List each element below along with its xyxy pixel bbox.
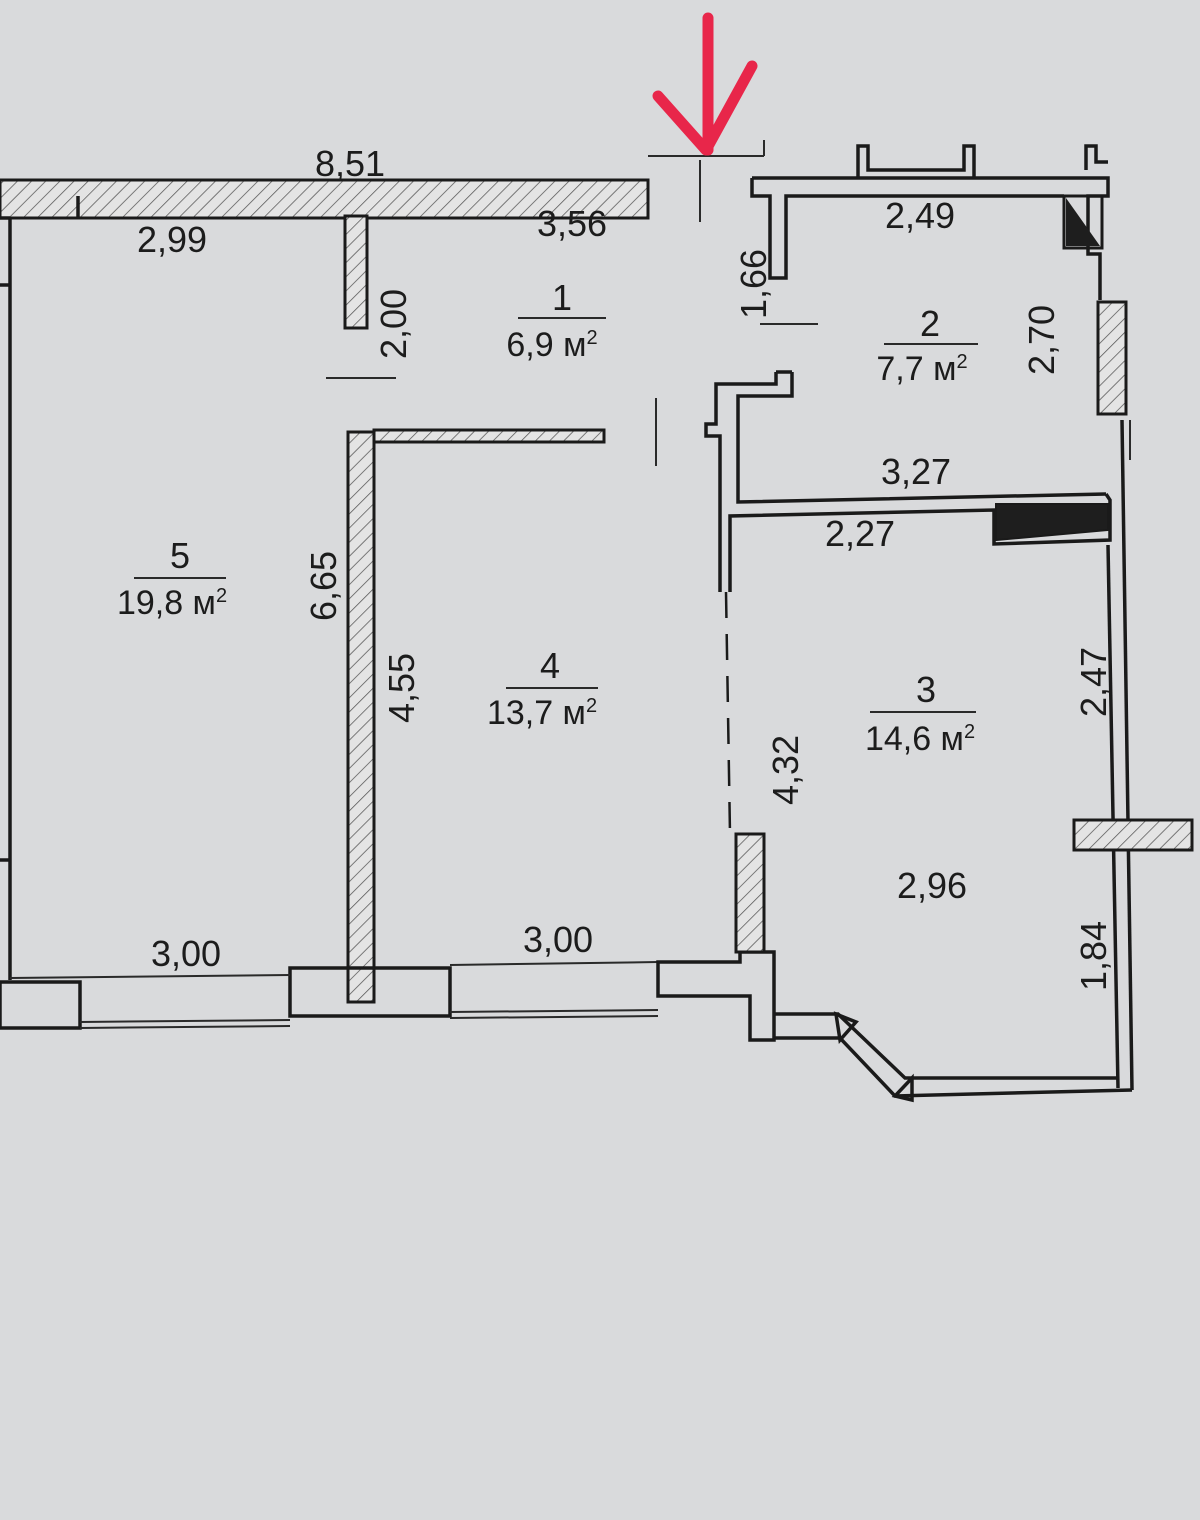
partition-top-4 — [372, 428, 606, 444]
dim-room4-bottom: 3,00 — [523, 919, 593, 960]
bathroom-wall — [736, 372, 1107, 504]
dim-room5-top: 2,99 — [137, 219, 207, 260]
right-exterior-wall — [1106, 544, 1120, 1089]
room3-top-wall — [728, 493, 1112, 592]
walls — [0, 140, 1194, 1103]
bay-corner-right — [891, 1073, 914, 1103]
room-number: 2 — [920, 303, 940, 344]
room-2-label: 2 7,7 м2 — [876, 303, 978, 388]
room-1-label: 1 6,9 м2 — [506, 277, 606, 364]
right-window-pier — [1096, 300, 1128, 416]
dim-top-total: 8,51 — [315, 143, 385, 184]
room-5-label: 5 19,8 м2 — [117, 535, 227, 622]
bay-corner-left — [833, 1011, 859, 1044]
room-3-label: 3 14,6 м2 — [865, 669, 976, 758]
room-area: 19,8 м2 — [117, 584, 227, 622]
dim-room4-side: 4,55 — [381, 653, 422, 723]
room-number: 3 — [916, 669, 936, 710]
room-number: 4 — [540, 645, 560, 686]
opening-dashed — [724, 591, 732, 835]
dim-room3-right-upper: 2,47 — [1073, 647, 1114, 717]
room-4-label: 4 13,7 м2 — [487, 645, 598, 732]
window-line — [79, 1025, 291, 1029]
pillar — [734, 832, 766, 954]
red-arrow-icon — [652, 12, 758, 156]
bay-window — [774, 1012, 1118, 1080]
dim-room3-left: 4,32 — [765, 735, 806, 805]
dim-room3-right-lower: 1,84 — [1073, 921, 1114, 991]
vent-shaft-top — [1062, 194, 1104, 250]
dim-room1-top: 3,56 — [537, 203, 607, 244]
dim-room5-side: 6,65 — [303, 551, 344, 621]
dim-room2-top: 2,49 — [885, 195, 955, 236]
room-area: 13,7 м2 — [487, 694, 597, 732]
dim-room1-wall: 2,00 — [373, 289, 414, 359]
bay-window-inner — [774, 1036, 1133, 1098]
bottom-center-block — [656, 950, 776, 1042]
room-area: 14,6 м2 — [865, 720, 975, 758]
bottom-dim-line — [449, 961, 659, 966]
room-number: 5 — [170, 535, 190, 576]
bottom-wall-left-block — [0, 980, 82, 1030]
dim-room2-side-left: 1,66 — [733, 249, 774, 319]
top-right-window-end — [1084, 144, 1108, 170]
right-wall-column — [1072, 818, 1194, 852]
bottom-dim-line — [9, 974, 291, 979]
dim-room2-bottom: 3,27 — [881, 451, 951, 492]
vent-shaft-mid — [995, 503, 1109, 542]
partition-2-00 — [343, 214, 369, 330]
partition-6-65 — [346, 430, 376, 1004]
top-right-wall-inner — [750, 178, 1064, 280]
right-exterior-wall-outer — [1120, 419, 1134, 1091]
dimensions: 8,51 2,99 3,56 2,00 2,49 1,66 2,70 3,27 … — [137, 143, 1114, 991]
room-number: 1 — [552, 277, 572, 318]
dim-room5-bottom: 3,00 — [151, 933, 221, 974]
window-line — [449, 1009, 659, 1013]
window-line — [79, 1019, 291, 1023]
top-right-window — [856, 144, 976, 178]
dim-room2-side-right: 2,70 — [1021, 305, 1062, 375]
room-area: 7,7 м2 — [876, 350, 967, 388]
dim-room3-top: 2,27 — [825, 513, 895, 554]
room-area: 6,9 м2 — [506, 326, 597, 364]
bathroom-wall-outer — [704, 370, 792, 592]
dim-room3-bottom: 2,96 — [897, 865, 967, 906]
vent-shaft-top-fill — [1066, 198, 1100, 246]
window-line — [449, 1015, 659, 1019]
bottom-wall-mid-block — [288, 966, 452, 1018]
top-wall-left — [0, 178, 650, 220]
